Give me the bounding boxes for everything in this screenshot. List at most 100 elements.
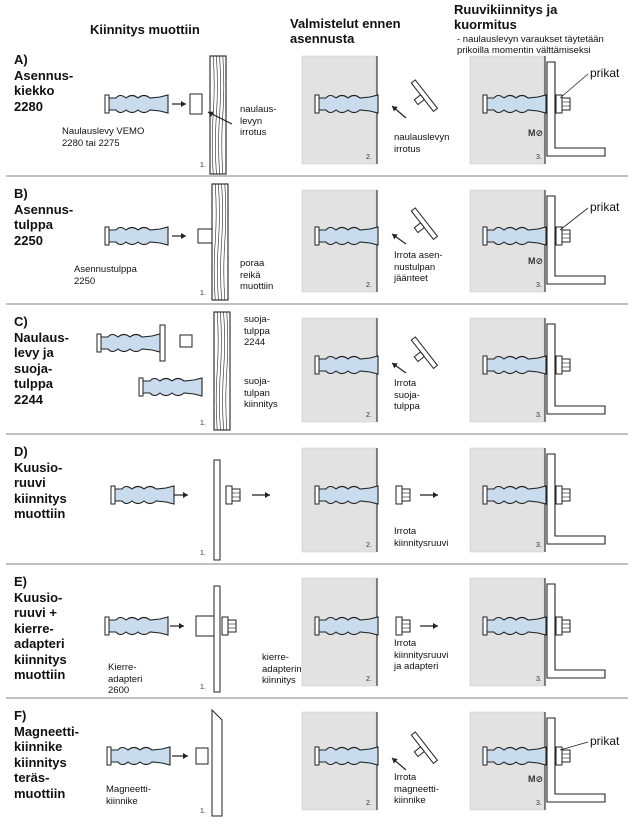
row-c-col1-label-1-line: suoja- [244,314,270,325]
row-f-title-line: kiinnitys [14,754,67,770]
column-header-preparation-line2: asennusta [290,31,355,46]
row-e-col2-bolt [395,616,411,636]
row-e-title-line: E) [14,574,27,589]
column-header-screw-fixing-line1: Ruuvikiinnitys ja [454,2,558,17]
row-e-col2-label-line: kiinnitysruuvi [394,649,449,661]
row-c-title-line: levy ja [14,345,54,360]
row-e-title-line: Kuusio- [14,589,63,605]
row-e-col3-bolt [555,616,571,636]
row-f-title-line: F) [14,708,27,723]
row-e-title-line: kierre- [14,620,54,636]
row-b-title-line: Asennus- [14,201,74,217]
row-c-col2-label-line: Irrota [394,378,417,389]
row-f-col1-anchor [106,746,171,766]
row-d-title-line: kiinnitys [14,490,67,506]
row-e-step-1: 1. [200,684,206,691]
row-b-step-1: 1. [200,290,206,297]
row-f-col1-magnet [195,747,209,765]
row-a-col2-label-line: irrotus [394,143,421,155]
row-e-title-line: ruuvi + [14,605,57,620]
row-b-step-3: 3. [536,282,542,289]
row-e-col1-steel-form [213,585,221,693]
row-a-col1-release-arrow-head [208,111,214,117]
row-c-title-line: suoja- [14,360,53,376]
column-header-preparation-line1: Valmistelut ennen [290,16,401,31]
column-header-preparation: Valmistelut ennen asennusta [290,16,401,46]
row-c-title-line: C) [14,314,28,329]
row-f-title-line: kiinnike [14,739,63,754]
row-a-col3-moment-symbol: M⊘ [528,128,544,138]
row-c-col2-removed-plug [410,336,439,370]
row-c-col1-wood [213,311,231,431]
row-a-col3-bolt [555,94,571,114]
row-b-col1-label-1-line: 2250 [74,275,96,287]
row-f-col1-label-1-line: kiinnike [106,795,138,807]
row-d-col2-label-line: kiinnitysruuvi [394,537,449,549]
row-d-step-3: 3. [536,542,542,549]
row-c-col2-label-line: tulppa [394,401,420,412]
row-c-title-line: tulppa [14,376,53,391]
row-a-col3-angle-bracket [546,61,606,157]
row-d-col2-arrow-head [433,492,438,498]
row-c-step-2: 2. [366,412,372,419]
row-b-col1-wood [211,183,229,301]
row-f-title-line: teräs- [14,770,50,785]
row-d-col2-bolt [395,485,411,505]
row-c-col1-anchor-top [96,333,161,353]
row-d-col3-anchor [482,485,547,505]
row-b-col3-washers-label: prikat [590,200,620,214]
row-e-col1-anchor [104,616,169,636]
row-e-title-line: adapteri [14,636,65,651]
row-b-col2-label-line: nustulpan [394,261,436,273]
column-note: - naulauslevyn varaukset täytetään priko… [457,34,604,56]
row-b-col1-label-2-line: poraa [240,258,265,269]
row-b-col2-anchor [314,226,379,246]
row-c-col2-arrow-head [392,363,398,369]
row-d-col1-arrow-head [183,492,188,498]
row-c-col2-label-line: suoja- [394,389,420,401]
row-d-col1-anchor [110,485,175,505]
row-e-col1-label-2-line: kierre- [262,652,289,663]
row-c-title-line: Naulaus- [14,329,69,345]
row-f-col2-removed-plate [410,731,439,765]
row-a-col1-wood [209,55,227,175]
row-f-col1-steel-form [211,708,223,817]
row-c-col2-anchor [314,355,379,375]
row-e-col2-anchor [314,616,379,636]
row-f-col3-moment-symbol: M⊘ [528,774,544,784]
row-e-col2-arrow-head [433,623,438,629]
row-a-title-line: kiekko [14,83,55,98]
row-c-col1-label-1-line: 2244 [244,337,266,348]
row-a-col2-label-line: naulauslevyn [394,132,450,143]
row-e-col1-label-1-line: adapteri [108,673,143,685]
row-a-col1-label-2-line: naulaus- [240,104,277,115]
row-b-col3-anchor [482,226,547,246]
row-b-col1-anchor [104,226,169,246]
row-d-col1-steel-form [213,459,221,561]
row-b-col1-plug [197,228,213,244]
row-c-col1-label-2-line: suoja- [244,376,270,387]
column-note-line1: - naulauslevyn varaukset täytetään [457,34,604,45]
row-b-title-line: B) [14,186,28,201]
row-e-col1-bolt [221,616,237,636]
row-a-col3-anchor [482,94,547,114]
row-a-title-line: 2280 [14,98,43,114]
row-f-step-2: 2. [366,800,372,807]
row-e-col1-label-1-line: 2600 [108,685,130,696]
row-a-step-2: 2. [366,154,372,161]
row-b-col3-moment-symbol: M⊘ [528,256,544,266]
row-c-step-1: 1. [200,420,206,427]
row-f-col3-washers-label: prikat [590,734,620,748]
